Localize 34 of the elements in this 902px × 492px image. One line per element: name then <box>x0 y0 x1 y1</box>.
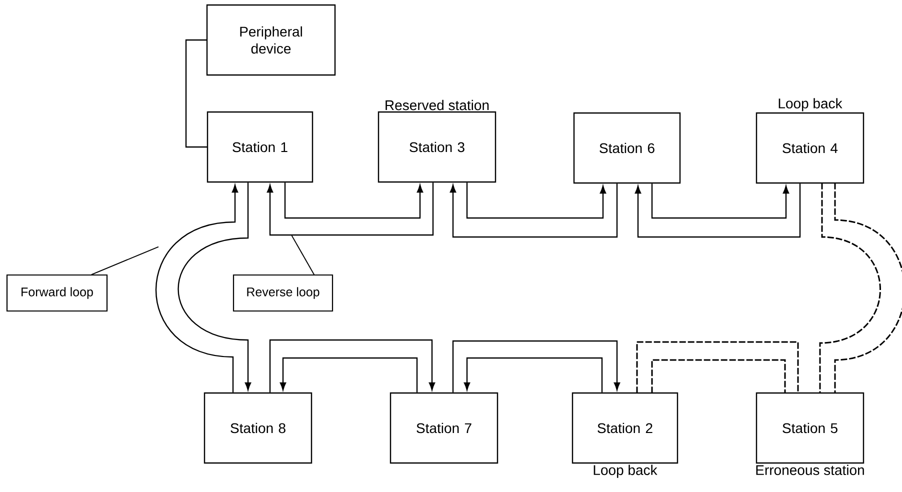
station-box: Station 3 <box>378 111 496 183</box>
arrow <box>269 339 436 392</box>
station-box: Station 6 <box>573 112 681 184</box>
arrow <box>450 184 618 238</box>
station-box: Station 1 <box>206 111 314 183</box>
dashed-line <box>834 182 902 394</box>
station-box: Station 2 <box>572 392 678 464</box>
leader-line <box>92 246 158 275</box>
station-box: Station 5 <box>756 392 864 464</box>
station-note: Reserved station <box>386 100 489 110</box>
arrow <box>155 184 238 392</box>
arrow <box>464 357 603 392</box>
arrow <box>651 184 790 219</box>
callout-box: Reverse loop <box>232 274 334 312</box>
connector-line <box>185 39 208 148</box>
station-note: Loop back <box>778 98 842 112</box>
station-note: Loop back <box>594 464 658 478</box>
dashed-line <box>651 359 786 394</box>
arrow <box>634 184 801 238</box>
leader-line <box>292 236 314 275</box>
callout-box: Forward loop <box>6 274 108 312</box>
dashed-line <box>819 182 881 394</box>
station-note: Erroneous station <box>756 464 864 476</box>
station-box: Station 8 <box>204 392 312 464</box>
station-box: Peripheral device <box>206 4 336 76</box>
arrow <box>266 182 434 236</box>
arrow <box>452 340 620 392</box>
station-box: Station 4 <box>756 112 864 184</box>
station-box: Station 7 <box>390 392 498 464</box>
arrow <box>466 182 606 219</box>
arrow <box>280 357 418 392</box>
arrow <box>178 182 252 390</box>
dashed-line <box>636 341 799 394</box>
arrow <box>284 182 424 219</box>
